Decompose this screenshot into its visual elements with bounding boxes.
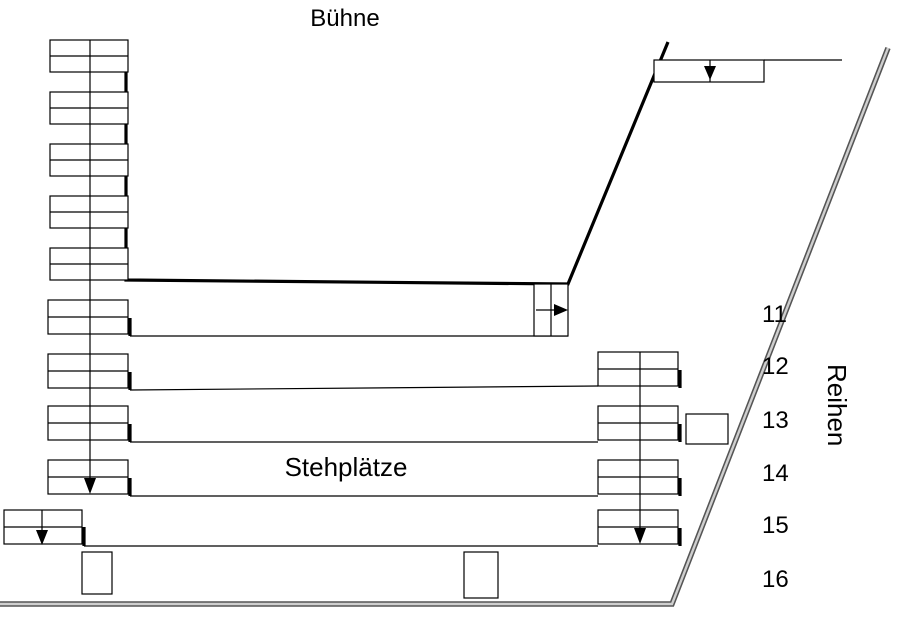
row-12: [47, 351, 682, 391]
stage-label: Bühne: [310, 5, 379, 32]
seat-block: [49, 247, 129, 281]
seat-rows: [3, 283, 729, 599]
arrow-down-icon: [36, 530, 48, 545]
seat-block: [49, 195, 129, 229]
arrow-down-icon: [704, 66, 716, 80]
row-15: [3, 509, 682, 547]
seat-block: [49, 143, 129, 177]
right-flow-arrow: [634, 352, 646, 544]
outer-wall: [0, 47, 891, 607]
left-flow-arrow: [84, 40, 96, 494]
rows-axis-label: Reihen: [822, 364, 852, 446]
seat-block: [49, 91, 129, 125]
row-number: 13: [762, 407, 789, 434]
row-14: [47, 459, 682, 497]
row-number: 16: [762, 566, 789, 593]
arrow-down-icon: [84, 478, 96, 494]
left-side-blocks: [49, 39, 129, 281]
row-16: [81, 551, 499, 599]
row-13: [47, 405, 729, 445]
row-11: [47, 283, 569, 337]
row-number: 14: [762, 460, 789, 487]
stage-top-block: [653, 59, 842, 83]
row-number: 11: [762, 301, 787, 328]
side-box: [685, 413, 729, 445]
standing-area-label: Stehplätze: [285, 452, 408, 482]
stage-outline: [124, 41, 670, 286]
row-number: 15: [762, 512, 789, 539]
arrow-right-icon: [554, 304, 568, 316]
seat-block: [49, 39, 129, 73]
arrow-down-icon: [634, 528, 646, 544]
row-number: 12: [762, 353, 789, 380]
